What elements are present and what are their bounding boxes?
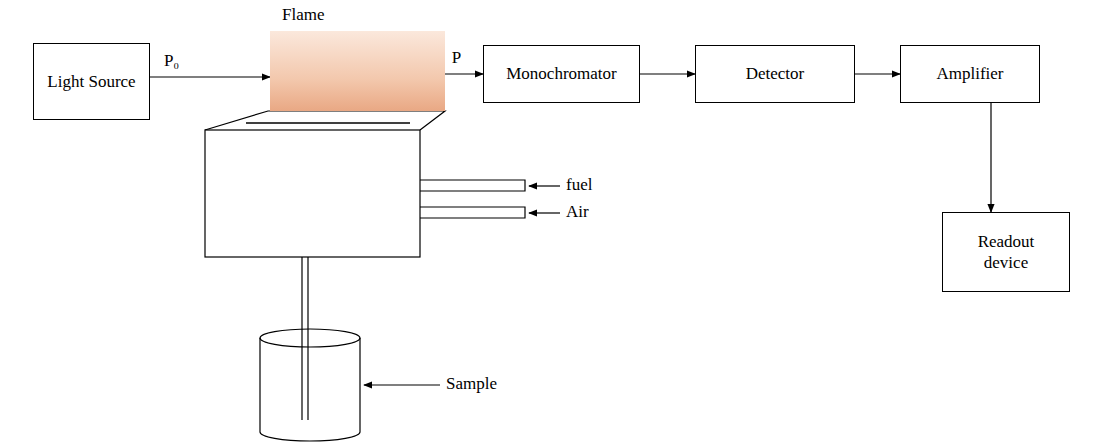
flame-heading: Flame — [282, 4, 325, 25]
signal-arrow — [150, 76, 270, 77]
signal-arrow — [990, 103, 991, 212]
box-label: Amplifier — [936, 63, 1003, 84]
flame-region: Flame — [270, 31, 445, 111]
sample-label: Sample — [446, 374, 497, 394]
beam-power-label: P₀ — [162, 52, 181, 71]
sample-beaker — [260, 338, 360, 441]
fuel-label: fuel — [566, 175, 592, 195]
capillary — [307, 257, 308, 420]
fuel-tube — [420, 180, 525, 191]
readout-box: Readout device — [942, 212, 1070, 292]
beam-power-label: P — [450, 49, 463, 68]
signal-arrow — [640, 73, 695, 74]
air-tube — [420, 207, 525, 218]
fuel-arrow — [529, 185, 560, 186]
burner-top — [205, 111, 445, 130]
beaker-rim — [260, 329, 360, 347]
box-label: Monochromator — [506, 63, 616, 84]
burner-body — [205, 130, 420, 257]
burner-slot — [246, 122, 410, 124]
air-label: Air — [566, 202, 589, 222]
signal-arrow — [445, 73, 483, 74]
sample-leader — [364, 384, 440, 385]
detector-box: Detector — [695, 45, 855, 103]
box-label: Light Source — [47, 71, 135, 92]
monochromator-box: Monochromator — [483, 45, 640, 103]
capillary — [301, 257, 302, 420]
light-source-box: Light Source — [33, 43, 150, 120]
air-arrow — [529, 212, 560, 213]
box-label: Readout device — [961, 231, 1051, 274]
box-label: Detector — [746, 63, 805, 84]
signal-arrow — [855, 73, 900, 74]
amplifier-box: Amplifier — [900, 45, 1040, 103]
